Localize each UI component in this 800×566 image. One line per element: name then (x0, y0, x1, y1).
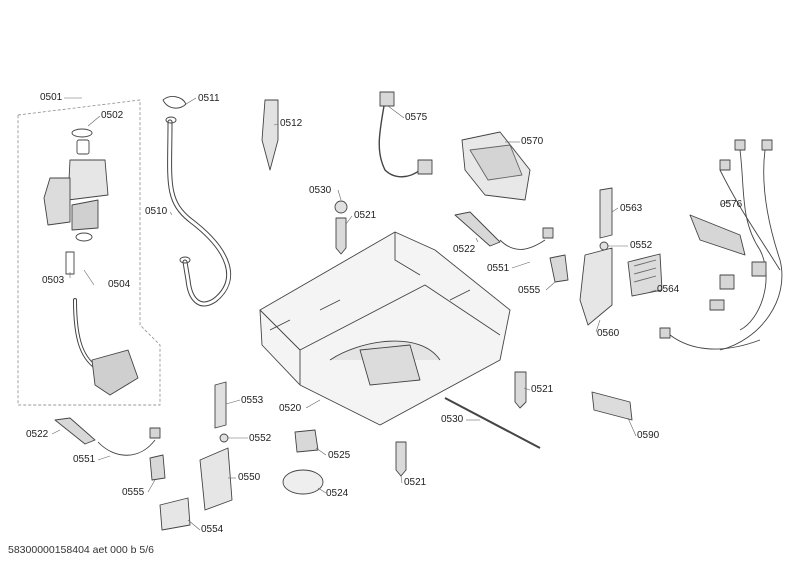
part-0530-rod (444, 397, 541, 449)
part-0564-cover (627, 253, 663, 297)
part-0521-screw-bottom (395, 441, 407, 477)
label-0521-top: 0521 (354, 210, 377, 221)
assembly-0501-outline (17, 99, 161, 406)
label-0502: 0502 (101, 110, 124, 121)
part-0512-spacer (261, 99, 279, 171)
label-0522-left: 0522 (26, 429, 49, 440)
part-0576-harness (659, 139, 783, 351)
label-0521-bottom: 0521 (404, 477, 427, 488)
part-0563-bracket (599, 187, 613, 239)
label-0576: 0576 (720, 199, 743, 210)
label-0564: 0564 (657, 284, 680, 295)
part-0590-cover (591, 391, 633, 421)
label-0552-left: 0552 (249, 433, 272, 444)
label-0501: 0501 (40, 92, 63, 103)
part-0522-leg-left (54, 417, 96, 445)
label-0590: 0590 (637, 430, 660, 441)
label-0530-top: 0530 (309, 185, 332, 196)
label-0524: 0524 (326, 488, 349, 499)
label-0520: 0520 (279, 403, 302, 414)
part-0525-sensor (294, 429, 319, 453)
part-0522-leg-top (454, 211, 501, 247)
part-0521-screw-top (335, 217, 347, 255)
part-0575-power-cable (378, 99, 421, 178)
label-0553: 0553 (241, 395, 264, 406)
label-0563: 0563 (620, 203, 643, 214)
document-footer: 58300000158404 aet 000 b 5/6 (8, 544, 154, 556)
label-0575: 0575 (405, 112, 428, 123)
part-0554-bracket (159, 497, 191, 531)
part-0524-disc (282, 469, 324, 495)
label-0554: 0554 (201, 524, 224, 535)
part-0555-sensor-left (149, 454, 166, 481)
label-0511: 0511 (198, 93, 220, 104)
label-0503: 0503 (42, 275, 65, 286)
label-0551-left: 0551 (73, 454, 96, 465)
part-0551-cable-top (499, 239, 546, 250)
part-0502-valve (43, 128, 109, 242)
label-0552-top: 0552 (630, 240, 653, 251)
part-0511-clip (162, 96, 187, 109)
label-0555-top: 0555 (518, 285, 541, 296)
part-0510-hose (167, 119, 232, 307)
part-0552-nut-top (599, 241, 609, 251)
label-0512: 0512 (280, 118, 303, 129)
part-0551-cable-left (97, 439, 156, 456)
part-0553-bracket (214, 381, 227, 429)
part-0550-bracket (199, 447, 233, 511)
label-0522-top: 0522 (453, 244, 476, 255)
label-0530-bottom: 0530 (441, 414, 464, 425)
part-0503-clamp (65, 251, 75, 275)
label-0510: 0510 (145, 206, 168, 217)
label-0570: 0570 (521, 136, 544, 147)
label-0550: 0550 (238, 472, 261, 483)
label-0560: 0560 (597, 328, 620, 339)
part-0530-nut (334, 200, 348, 214)
part-0555-sensor-top (549, 254, 569, 283)
part-0521-screw-right (514, 371, 527, 409)
label-0521-right: 0521 (531, 384, 554, 395)
label-0555-left: 0555 (122, 487, 145, 498)
label-0525: 0525 (328, 450, 351, 461)
label-0551-top: 0551 (487, 263, 510, 274)
part-0552-nut-left (219, 433, 229, 443)
part-0520-base (259, 231, 511, 426)
label-0504: 0504 (108, 279, 131, 290)
part-0560-bracket (579, 247, 613, 326)
leader-lines (51, 97, 733, 531)
part-0504-pump (91, 349, 139, 396)
